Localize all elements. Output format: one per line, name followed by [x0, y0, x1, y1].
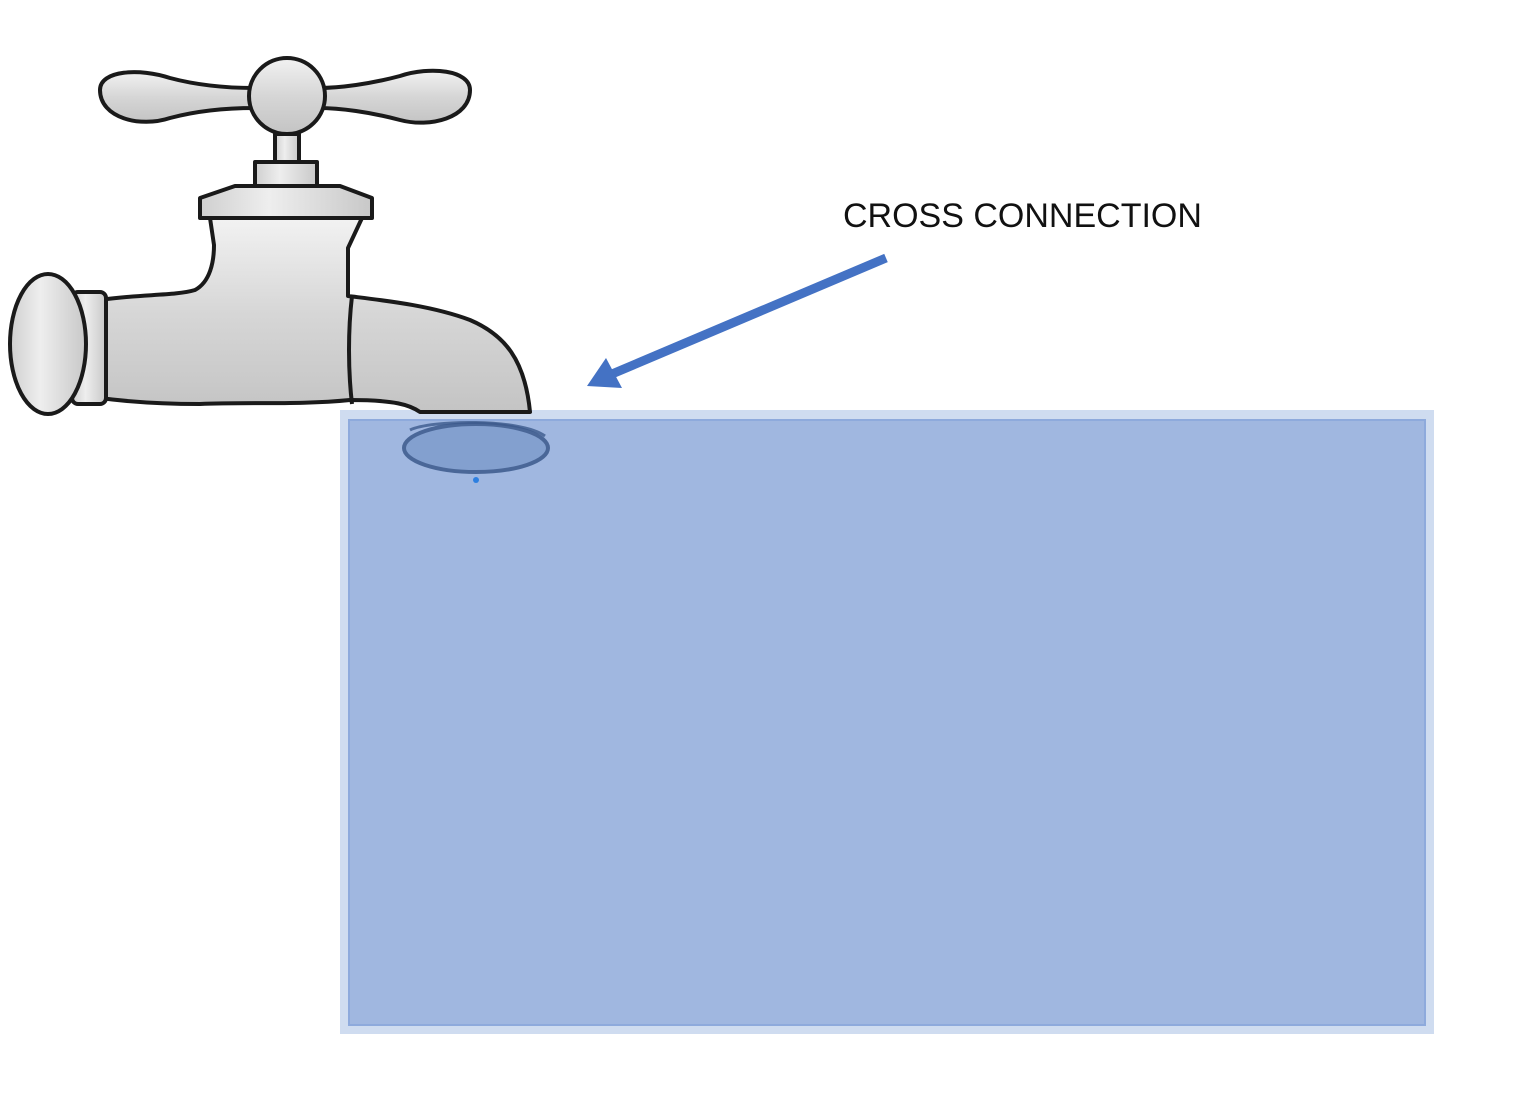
water-container — [348, 419, 1426, 1026]
water-drip — [473, 477, 479, 483]
cross-connection-label: CROSS CONNECTION — [843, 197, 1202, 235]
